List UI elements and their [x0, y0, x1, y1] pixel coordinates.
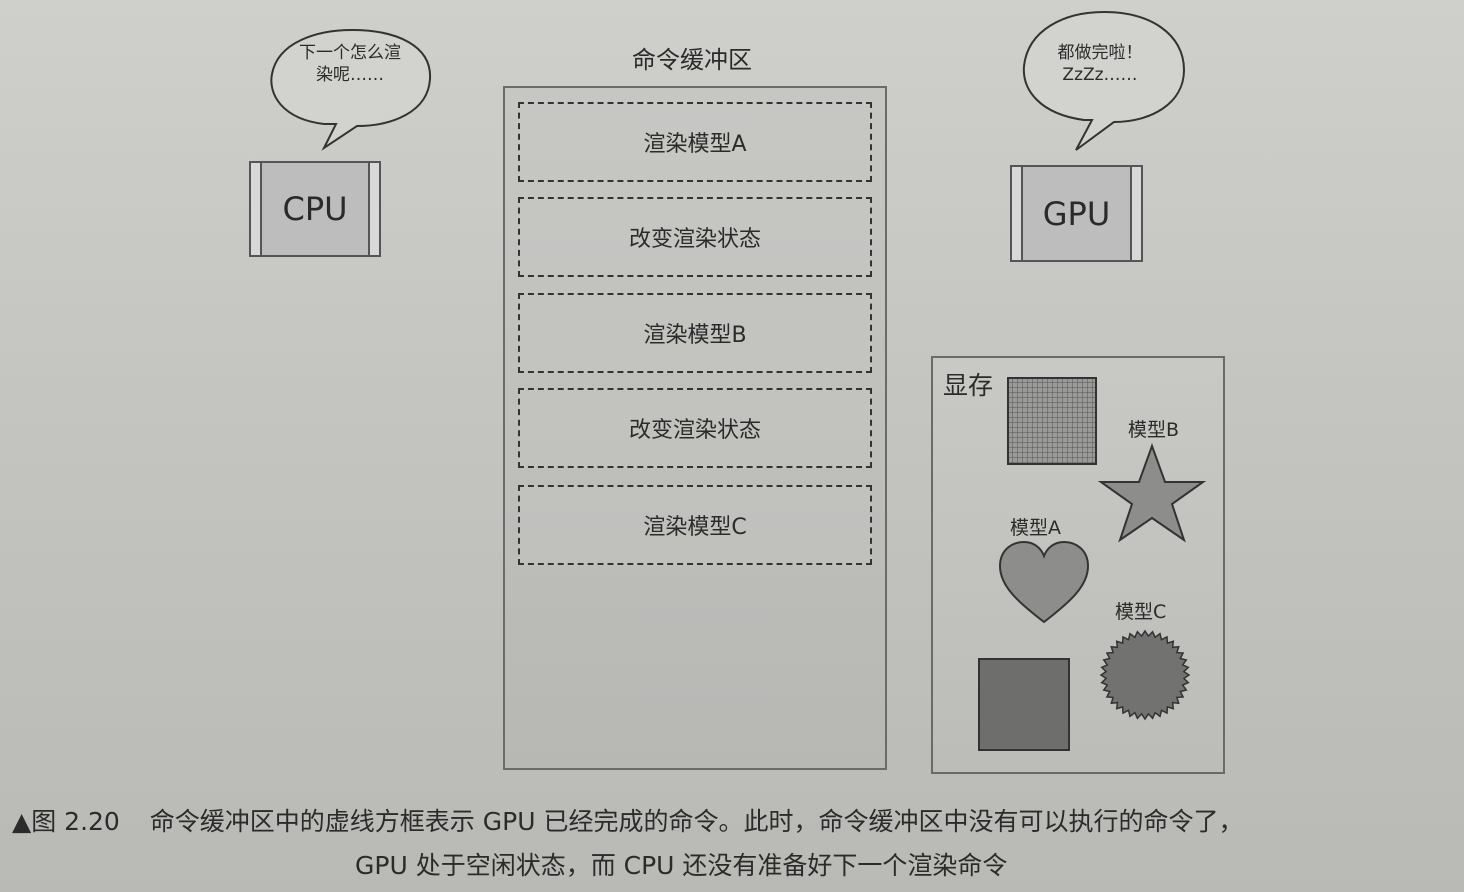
- command-render-model-c: 渲染模型C: [518, 485, 872, 565]
- heart-shape: [998, 540, 1090, 624]
- gpu-chip-right-edge: [1130, 167, 1143, 260]
- command-change-render-state-1: 改变渲染状态: [518, 197, 872, 277]
- cpu-thought-text: 下一个怎么渲 染呢……: [280, 42, 420, 86]
- filled-square: [978, 658, 1070, 751]
- command-render-model-b: 渲染模型B: [518, 293, 872, 373]
- cpu-chip: CPU: [249, 161, 381, 257]
- model-a-label: 模型A: [1010, 517, 1061, 539]
- gpu-thought-line-2: ZzZz……: [1062, 65, 1138, 85]
- gpu-label: GPU: [1042, 194, 1111, 233]
- gpu-chip-left-edge: [1010, 167, 1023, 260]
- command-label: 渲染模型B: [643, 323, 747, 348]
- command-label: 渲染模型C: [643, 515, 747, 540]
- model-b-label: 模型B: [1128, 419, 1180, 441]
- gpu-thought-bubble: [1022, 10, 1186, 151]
- figure-caption-line-1: ▲图 2.20 命令缓冲区中的虚线方框表示 GPU 已经完成的命令。此时，命令缓…: [12, 802, 1243, 838]
- cpu-chip-left-edge: [249, 163, 262, 255]
- cpu-chip-right-edge: [368, 163, 381, 255]
- figure-number: ▲图 2.20: [12, 807, 120, 836]
- caption-text-2: GPU 处于空闲状态，而 CPU 还没有准备好下一个渲染命令: [355, 851, 1008, 880]
- cpu-thought-bubble: [270, 28, 432, 151]
- cpu-thought-line-2: 染呢……: [316, 65, 384, 85]
- seal-shape: [1099, 629, 1191, 721]
- command-render-model-a: 渲染模型A: [518, 102, 872, 182]
- command-label: 改变渲染状态: [628, 227, 761, 252]
- star-shape: [1098, 443, 1206, 543]
- vram-title: 显存: [943, 371, 994, 400]
- command-label: 改变渲染状态: [628, 418, 761, 443]
- cpu-label: CPU: [282, 190, 348, 228]
- command-change-render-state-2: 改变渲染状态: [518, 388, 872, 468]
- gpu-thought-line-1: 都做完啦！: [1057, 43, 1143, 63]
- figure-caption-line-2: GPU 处于空闲状态，而 CPU 还没有准备好下一个渲染命令: [355, 846, 1007, 882]
- caption-text-1: 命令缓冲区中的虚线方框表示 GPU 已经完成的命令。此时，命令缓冲区中没有可以执…: [149, 807, 1244, 836]
- cpu-thought-line-1: 下一个怎么渲: [299, 43, 401, 63]
- command-label: 渲染模型A: [643, 132, 747, 157]
- command-buffer: 渲染模型A 改变渲染状态 渲染模型B 改变渲染状态 渲染模型C: [503, 86, 887, 770]
- texture-square: [1007, 377, 1097, 465]
- gpu-thought-text: 都做完啦！ ZzZz……: [1035, 42, 1165, 86]
- gpu-chip: GPU: [1010, 165, 1143, 262]
- command-buffer-title: 命令缓冲区: [632, 46, 752, 74]
- model-c-label: 模型C: [1115, 601, 1167, 623]
